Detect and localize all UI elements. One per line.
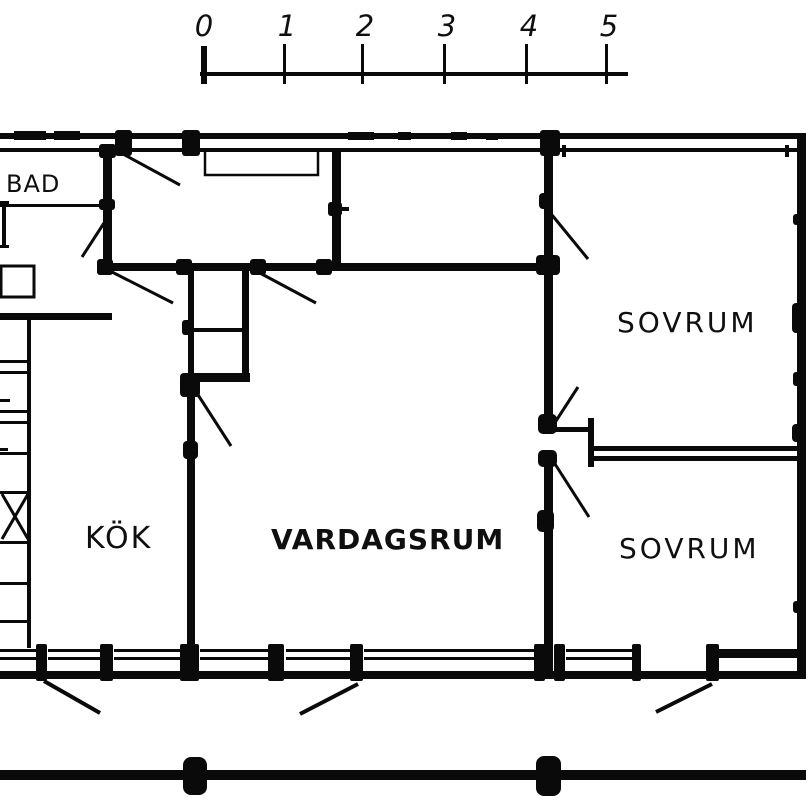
scale-label-1: 1 — [278, 9, 296, 43]
bedroom-walls — [537, 148, 806, 679]
balcony-door-swing-left — [43, 679, 101, 715]
bathroom-door-swing — [80, 222, 106, 258]
scale-tick-5 — [605, 44, 608, 84]
bedroom-divider-stub — [553, 427, 593, 432]
bathroom-label: BAD — [6, 170, 60, 198]
living-room-label: VARDAGSRUM — [271, 523, 504, 556]
bathroom-sink — [0, 264, 36, 299]
scale-label-5: 5 — [600, 9, 618, 43]
bedroom-top-label: SOVRUM — [617, 306, 758, 339]
scale-label-2: 2 — [356, 9, 374, 43]
bedroom-divider-wall — [594, 446, 806, 451]
bottom-wall — [0, 644, 806, 716]
bottom-windows — [0, 649, 634, 660]
scale-label-3: 3 — [438, 9, 456, 43]
scale-tick-2 — [361, 44, 364, 84]
outer-walls — [0, 130, 806, 796]
hall-door-swing-right — [257, 270, 317, 305]
bathroom-bottom-wall — [0, 313, 112, 320]
hall-wardrobe — [203, 152, 320, 177]
balcony-door-swing-right — [655, 682, 713, 714]
scale-label-4: 4 — [520, 9, 538, 43]
scale-bar: 0 1 2 3 4 5 — [195, 9, 628, 84]
bathtub-edge — [2, 203, 6, 248]
bedroom-top-door-swing — [550, 214, 590, 260]
balcony-door-swing-middle — [299, 682, 359, 716]
livingroom-bedroom-wall-upper — [544, 148, 553, 434]
stove-cross-2 — [0, 493, 30, 540]
bedroom-bottom-door-swing — [553, 463, 591, 518]
scale-tick-0 — [201, 46, 207, 84]
bottom-wall-posts — [36, 644, 719, 681]
top-wall — [0, 130, 806, 157]
scale-tick-3 — [443, 44, 446, 84]
room-labels: BAD KÖK VARDAGSRUM SOVRUM SOVRUM — [6, 170, 760, 565]
right-wall — [792, 136, 806, 679]
kitchen-livingroom-wall — [187, 382, 195, 679]
hall-door-swing-left — [111, 270, 174, 305]
bathroom — [0, 144, 116, 320]
scale-label-0: 0 — [195, 9, 213, 43]
kitchen-label: KÖK — [85, 520, 152, 556]
entry-hall — [97, 148, 560, 305]
bedroom-bottom-label: SOVRUM — [619, 532, 760, 565]
livingroom-bedroom-wall-lower — [544, 453, 553, 679]
scale-tick-1 — [283, 44, 286, 84]
balcony-rail — [0, 756, 806, 796]
bedroom-upper-door-swing — [552, 386, 580, 425]
entry-door-swing — [122, 152, 181, 187]
scale-tick-4 — [525, 44, 528, 84]
kitchen — [0, 318, 198, 679]
kitchen-door-swing — [189, 383, 233, 447]
kitchen-counter — [0, 318, 31, 648]
